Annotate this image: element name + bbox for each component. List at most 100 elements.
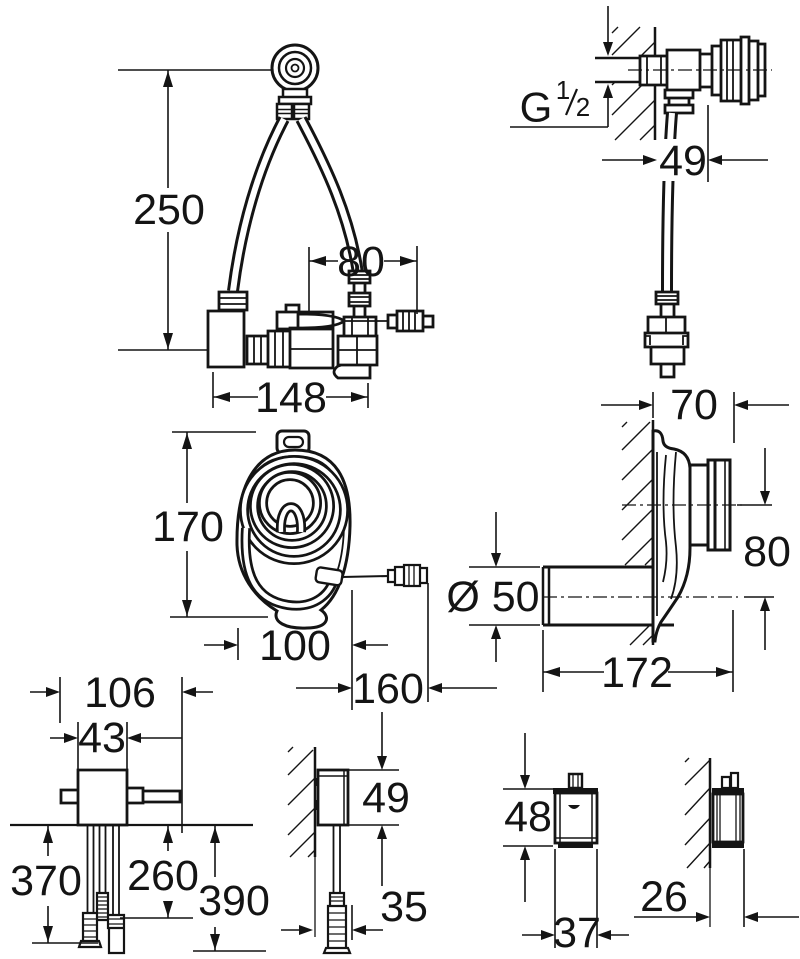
dim-d50-lines bbox=[469, 512, 540, 662]
dim-49v-mask bbox=[659, 139, 707, 181]
coil-center-bend-core bbox=[278, 505, 304, 533]
dim-26-label: 26 bbox=[640, 873, 688, 921]
dim-sensor-depth: 26 bbox=[634, 849, 799, 927]
coil-ring-2-core bbox=[251, 465, 333, 547]
thread-denominator: 2 bbox=[576, 92, 590, 122]
hose-crimps-top bbox=[275, 102, 311, 121]
dim-spout-diameter: Ø 50 bbox=[446, 512, 540, 662]
view-sensor-front: 48 37 bbox=[503, 733, 629, 957]
thread-numerator: 1 bbox=[556, 75, 570, 105]
dim-spout-drop: 80 bbox=[737, 448, 791, 650]
dim-sensor-height: 48 bbox=[503, 733, 553, 902]
cable-plugs bbox=[77, 891, 126, 955]
dim-ctrl-width: 106 bbox=[30, 669, 213, 833]
wallbox-hatch bbox=[287, 746, 316, 858]
view-sensor-side: 26 bbox=[634, 757, 799, 927]
dim-160-lines bbox=[296, 583, 497, 702]
cable-connector bbox=[386, 563, 429, 588]
wallbox-mount-marks bbox=[314, 778, 318, 810]
wallbox-plug bbox=[322, 891, 352, 955]
wall-hatch-upper bbox=[621, 421, 654, 566]
hose-down-core bbox=[664, 112, 675, 293]
dim-cable-260: 260 bbox=[120, 826, 199, 919]
dim-148-lines bbox=[212, 372, 369, 408]
spout-dome bbox=[651, 429, 692, 643]
view-mixer-front: 250 80 148 bbox=[118, 43, 435, 422]
dim-valve-depth: 49 bbox=[602, 105, 768, 185]
outlet-pipe-fill bbox=[543, 567, 673, 625]
dim-mixer-width: 148 bbox=[212, 372, 369, 422]
dim-49w-lines bbox=[348, 712, 399, 886]
dim-106-label: 106 bbox=[84, 669, 156, 717]
hose-right-core bbox=[298, 117, 361, 274]
thread-arrow-icon bbox=[603, 84, 613, 98]
dim-80-label: 80 bbox=[337, 238, 385, 286]
outlet-ring-inner bbox=[284, 57, 306, 79]
dim-coil-width: 100 bbox=[204, 590, 388, 710]
dim-37-arrows bbox=[541, 930, 611, 940]
wallbox-body bbox=[316, 768, 350, 827]
dim-106-lines bbox=[30, 677, 213, 833]
thread-size-label: G 1 2 bbox=[520, 75, 591, 131]
spout-centerlines bbox=[543, 504, 742, 598]
wallbox-details bbox=[318, 770, 348, 825]
thread-leader bbox=[510, 98, 609, 128]
view-coil-unit: 170 100 160 bbox=[152, 429, 497, 713]
dim-148-arrows bbox=[214, 392, 367, 402]
dim-80s-lines bbox=[737, 448, 774, 650]
cable-connector-ribs bbox=[408, 565, 415, 586]
dim-390-label: 390 bbox=[198, 877, 270, 925]
sensor-nipple-lines bbox=[572, 774, 579, 788]
hose-crimp-bands bbox=[277, 108, 309, 115]
view-spout-side: 70 80 Ø 50 172 bbox=[446, 381, 791, 697]
sensor-dimple bbox=[568, 805, 580, 809]
thread-prefix: G bbox=[520, 84, 553, 131]
sensor-nipple bbox=[567, 772, 584, 790]
view-inlet-valve-side: G 1 2 49 bbox=[510, 6, 772, 379]
valve-assembly bbox=[206, 269, 435, 380]
thread-nipple bbox=[595, 56, 641, 84]
dim-cable-370: 370 bbox=[10, 826, 98, 944]
dim-35-lines bbox=[281, 905, 383, 940]
sensor-cable bbox=[341, 575, 391, 578]
coil-ring-3-core bbox=[260, 473, 320, 533]
wall-marker-arrow-icon bbox=[603, 42, 613, 56]
dim-box-height: 49 bbox=[348, 712, 410, 886]
dim-26-arrows bbox=[696, 912, 758, 922]
dim-170-lines bbox=[170, 431, 268, 618]
valve-bodies bbox=[638, 35, 767, 115]
dim-100-label: 100 bbox=[259, 622, 331, 670]
sensor-bottom-flange bbox=[558, 842, 593, 848]
dim-spout-length: 172 bbox=[542, 610, 734, 697]
sensor-side-details bbox=[716, 794, 741, 842]
dim-370-label: 370 bbox=[10, 857, 82, 905]
dim-100-lines bbox=[204, 590, 388, 710]
dim-250-lines bbox=[118, 69, 271, 351]
coil-exit-fitting bbox=[314, 566, 344, 587]
valve-assembly-details bbox=[219, 274, 416, 367]
outlet-pipe-caps bbox=[541, 567, 551, 625]
view-wall-box: 49 35 bbox=[281, 712, 428, 955]
dim-sensor-width: 37 bbox=[522, 849, 629, 957]
sensor-wall-hatch bbox=[684, 757, 711, 869]
dim-coil-height: 170 bbox=[152, 431, 268, 618]
sensor-body bbox=[553, 791, 599, 845]
dim-172-lines bbox=[542, 610, 734, 692]
dim-43-lines bbox=[50, 722, 182, 770]
wallbox-plug-ribs bbox=[328, 896, 346, 942]
cables bbox=[86, 825, 120, 915]
fraction-slash bbox=[564, 88, 579, 116]
dim-ctrl-body: 43 bbox=[50, 714, 182, 770]
dim-coil-cable: 160 bbox=[296, 583, 497, 713]
outlet-neck bbox=[277, 87, 313, 106]
hose-left-core bbox=[230, 117, 287, 292]
view-control-unit: 106 43 370 260 390 bbox=[10, 669, 270, 955]
dim-49w-label: 49 bbox=[362, 774, 410, 822]
dim-cable-390: 390 bbox=[193, 826, 270, 952]
dim-35-arrows bbox=[299, 925, 366, 935]
dim-172-label: 172 bbox=[601, 649, 673, 697]
dim-d50-label: Ø 50 bbox=[446, 573, 539, 621]
dim-160-label: 160 bbox=[352, 665, 424, 713]
